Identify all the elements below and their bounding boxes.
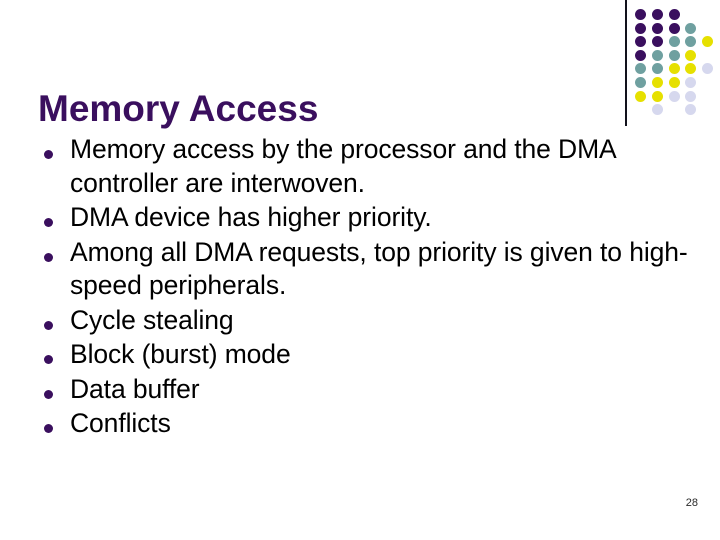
list-item-label: Memory access by the processor and the D… [70,134,616,198]
bullet-dot-icon [34,373,70,404]
decorative-dot-yellow [668,76,680,88]
bullet-list: Memory access by the processor and the D… [34,133,694,442]
decorative-dot-lavender [668,90,680,102]
decorative-dot-row [635,63,720,77]
decorative-dot-teal [651,63,663,75]
list-item: Data buffer [34,373,694,407]
decorative-dot-teal [635,63,646,75]
list-item: Cycle stealing [34,304,694,338]
decorative-dot-row [635,9,720,23]
decorative-dot-row [635,76,720,91]
bullet-dot-icon [34,304,70,335]
decorative-dot-teal [635,76,646,88]
list-item-label: Conflicts [70,408,171,438]
decorative-dot-yellow [685,63,697,75]
bullet-dot-icon [34,201,70,232]
decorative-dot-yellow [651,90,663,102]
decorative-dot-teal [651,49,663,61]
decorative-dot-row [635,104,720,118]
list-item: Block (burst) mode [34,338,694,372]
decorative-dot-grid [635,9,720,129]
decorative-dot-purple [651,36,663,48]
decorative-dot-yellow [702,36,714,48]
decorative-dot-lavender [651,104,663,116]
bullet-dot-icon [34,407,70,438]
bullet-dot-icon [34,236,70,267]
decorative-dot-purple [668,9,680,20]
decorative-dot-row [635,22,720,37]
list-item: Among all DMA requests, top priority is … [34,236,694,303]
decorative-dot-row [635,49,720,64]
decorative-dot-purple [635,9,646,20]
list-item-label: DMA device has higher priority. [70,202,432,232]
decorative-dot-purple [668,22,680,34]
corner-decoration [620,0,720,132]
list-item: DMA device has higher priority. [34,201,694,235]
decorative-dot-teal [668,49,680,61]
decorative-dot-lavender [685,104,697,116]
decorative-dot-yellow [685,49,697,61]
decorative-dot-teal [668,36,680,48]
decorative-dot-purple [651,22,663,34]
decorative-dot-purple [651,9,663,20]
decorative-dot-yellow [651,76,663,88]
decorative-dot-purple [635,22,646,34]
decorative-dot-lavender [685,90,697,102]
decorative-dot-teal [685,36,697,48]
decorative-dot-lavender [685,76,697,88]
list-item-label: Block (burst) mode [70,339,291,369]
bullet-dot-icon [34,338,70,369]
decorative-dot-purple [635,36,646,48]
decorative-dot-yellow [635,90,646,102]
list-item-label: Data buffer [70,373,200,404]
decorative-dot-row [635,90,720,105]
decorative-dot-teal [685,22,697,34]
list-item: Memory access by the processor and the D… [34,133,694,200]
decorative-dot-yellow [668,63,680,75]
slide-number: 28 [685,497,698,509]
page-title: Memory Access [38,87,319,129]
list-item-label: Among all DMA requests, top priority is … [70,236,688,301]
vertical-rule-divider [625,0,627,126]
decorative-dot-purple [635,49,646,61]
list-item-label: Cycle stealing [70,304,234,335]
decorative-dot-row [635,36,720,50]
list-item: Conflicts [34,407,694,441]
decorative-dot-lavender [702,63,714,75]
bullet-dot-icon [34,133,70,164]
